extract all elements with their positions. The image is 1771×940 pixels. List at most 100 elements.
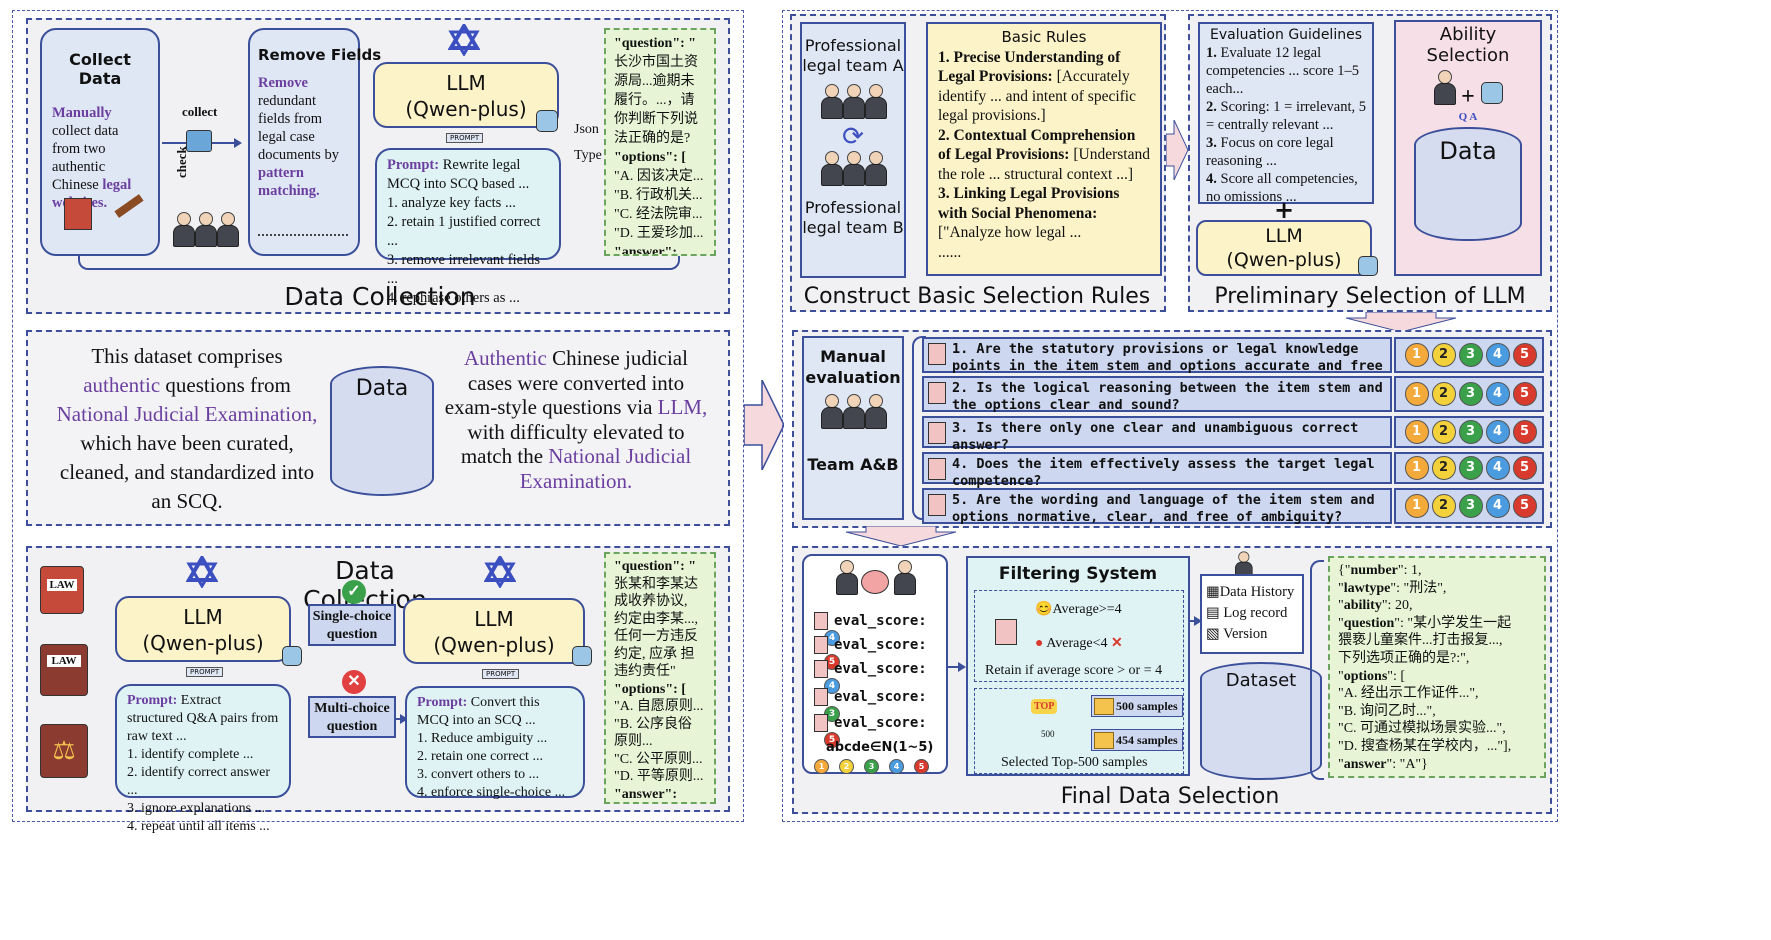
log-icon: ▤	[1206, 605, 1220, 621]
score-option-5[interactable]: 5	[1512, 456, 1537, 480]
qwen-logo-icon	[185, 554, 219, 589]
score-option-2[interactable]: 2	[1431, 456, 1456, 480]
collect-data-heading: Collect Data	[69, 50, 131, 88]
score-option-5[interactable]: 5	[1512, 382, 1537, 406]
score-option-2[interactable]: 2	[1431, 343, 1456, 367]
json-key: ability	[1343, 598, 1382, 614]
eval-score-label: eval_score:	[834, 613, 927, 629]
score-option-5[interactable]: 5	[1512, 420, 1537, 444]
score-option-3[interactable]: 3	[1458, 343, 1483, 367]
score-option-1[interactable]: 1	[1404, 382, 1429, 406]
score-option-4[interactable]: 4	[1485, 456, 1510, 480]
filter-rule-area: 😊Average>=4 ● Average<4 ✕ Retain if aver…	[974, 590, 1184, 682]
evaluation-question-row: 4. Does the item effectively assess the …	[922, 452, 1544, 489]
filtering-system-title: Filtering System	[998, 564, 1158, 584]
retain-label: Retain if average score > or = 4	[985, 663, 1163, 678]
json-line: "C. 经法院审...	[614, 207, 703, 222]
score-option-5[interactable]: 5	[1512, 494, 1537, 518]
score-sheet-icon	[928, 343, 946, 365]
json-key: lawtype	[1343, 580, 1391, 596]
manual-eval-box: Manual evaluation Team A&B	[802, 336, 904, 520]
json-text: "	[1338, 668, 1344, 684]
to-llm2-arrow	[396, 714, 408, 724]
manual-eval-heading: Manual evaluation	[805, 347, 901, 387]
score-option-1[interactable]: 1	[1404, 343, 1429, 367]
json-text: 猥亵儿童案件...打击报复...,	[1338, 633, 1503, 649]
data-history-label: Data History	[1219, 584, 1295, 600]
score-option-2[interactable]: 2	[1431, 494, 1456, 518]
version-icon: ▧	[1206, 626, 1220, 642]
llm-qwen-box-prelim: LLM (Qwen-plus)	[1196, 220, 1372, 276]
score-option-5[interactable]: 5	[1512, 343, 1537, 367]
score-option-2[interactable]: 2	[1431, 382, 1456, 406]
rule-ellipsis: ......	[938, 243, 962, 261]
json-line: "answer": "C",	[614, 786, 677, 802]
json-line: "B. 公序良俗	[614, 716, 693, 732]
json-key: number	[1350, 563, 1398, 578]
pattern-text: pattern matching.	[258, 165, 320, 199]
eval-score-label: eval_score:	[834, 689, 927, 705]
score-option-1[interactable]: 1	[1404, 456, 1429, 480]
json-line: "answer": "C",	[614, 245, 677, 256]
team-a-label: Professional legal team A	[802, 36, 904, 75]
samples-500-label: 500 samples	[1116, 699, 1178, 713]
right-outer-frame	[782, 10, 1558, 822]
selected-label: Selected Top-500 samples	[1001, 755, 1148, 770]
json-line: 原则...	[614, 734, 653, 749]
basic-rules-box: Basic Rules 1. Precise Understanding of …	[926, 22, 1162, 276]
json-text: ": [	[1387, 668, 1406, 684]
guideline-text: Scoring: 1 = irrelevant, 5 = centrally r…	[1206, 99, 1366, 133]
score-option-3[interactable]: 3	[1458, 420, 1483, 444]
rule-text: [Accurately identify ... and intent of s…	[938, 68, 1136, 124]
json-text: "D. 搜查杨某在学校内，..."],	[1338, 738, 1512, 754]
expert-plus-robot-icon: +	[1396, 70, 1540, 111]
score-sheet-icon	[814, 636, 828, 654]
score-option-4[interactable]: 4	[1485, 420, 1510, 444]
llm-qwen-box-top: LLM (Qwen-plus)	[373, 62, 559, 128]
json-line: "A. 因该决定...	[614, 169, 704, 184]
scales-book-icon: ⚖	[40, 724, 88, 778]
json-line: 你判断下列说	[614, 112, 698, 127]
dataset-label: Dataset	[1225, 670, 1297, 691]
score-option-3[interactable]: 3	[1458, 494, 1483, 518]
json-key: answer	[1343, 756, 1387, 772]
desc-text: Chinese judicial cases were converted in…	[444, 346, 688, 419]
prompt-item: 1. identify complete ...	[127, 747, 254, 762]
remove-fields-heading: Remove Fields	[258, 46, 382, 64]
eval-guidelines-box: Evaluation Guidelines 1. Evaluate 12 leg…	[1198, 22, 1374, 204]
score-sheet-icon	[928, 458, 946, 480]
cross-mark-icon: ✕	[342, 670, 366, 694]
guideline-label: 2.	[1206, 99, 1217, 115]
score-option-4[interactable]: 4	[1485, 343, 1510, 367]
evaluation-question-row: 1. Are the statutory provisions or legal…	[922, 337, 1544, 391]
json-label: Json	[574, 122, 599, 137]
worker-icon	[1232, 548, 1262, 580]
json-line: "question": "某小学发生一起	[1338, 615, 1536, 633]
eval-guidelines-heading: Evaluation Guidelines	[1210, 27, 1362, 43]
score-option-1[interactable]: 1	[1404, 494, 1429, 518]
prompt-label: Prompt:	[387, 157, 440, 173]
score-option-3[interactable]: 3	[1458, 456, 1483, 480]
robot-icon	[572, 646, 592, 666]
json-line: 约定由李某...,	[614, 611, 698, 627]
score-option-4[interactable]: 4	[1485, 494, 1510, 518]
score-formula: abcde∈N(1~5)	[826, 740, 934, 755]
guideline-label: 3.	[1206, 135, 1217, 151]
score-option-2[interactable]: 2	[1431, 420, 1456, 444]
eval-score-value: 5	[824, 654, 840, 670]
json-line: {"number": 1,	[1338, 562, 1536, 580]
score-option-4[interactable]: 4	[1485, 382, 1510, 406]
prompt-item: 3. convert others to ...	[417, 767, 540, 782]
prompt-item: 1. Reduce ambiguity ...	[417, 731, 548, 746]
json-line: 违约责任"	[614, 664, 676, 679]
score-option-3[interactable]: 3	[1458, 382, 1483, 406]
avg-lt-label: ● Average<4 ✕	[1035, 635, 1123, 652]
avg-lt-text: Average<4	[1046, 636, 1108, 651]
score-sheet-icon	[928, 422, 946, 444]
eval-score-row: eval_score:4	[814, 660, 942, 694]
eval-score-value: 4	[824, 630, 840, 646]
json-line: "ability": 20,	[1338, 597, 1536, 615]
robot-icon	[282, 646, 302, 666]
score-option-1[interactable]: 1	[1404, 420, 1429, 444]
